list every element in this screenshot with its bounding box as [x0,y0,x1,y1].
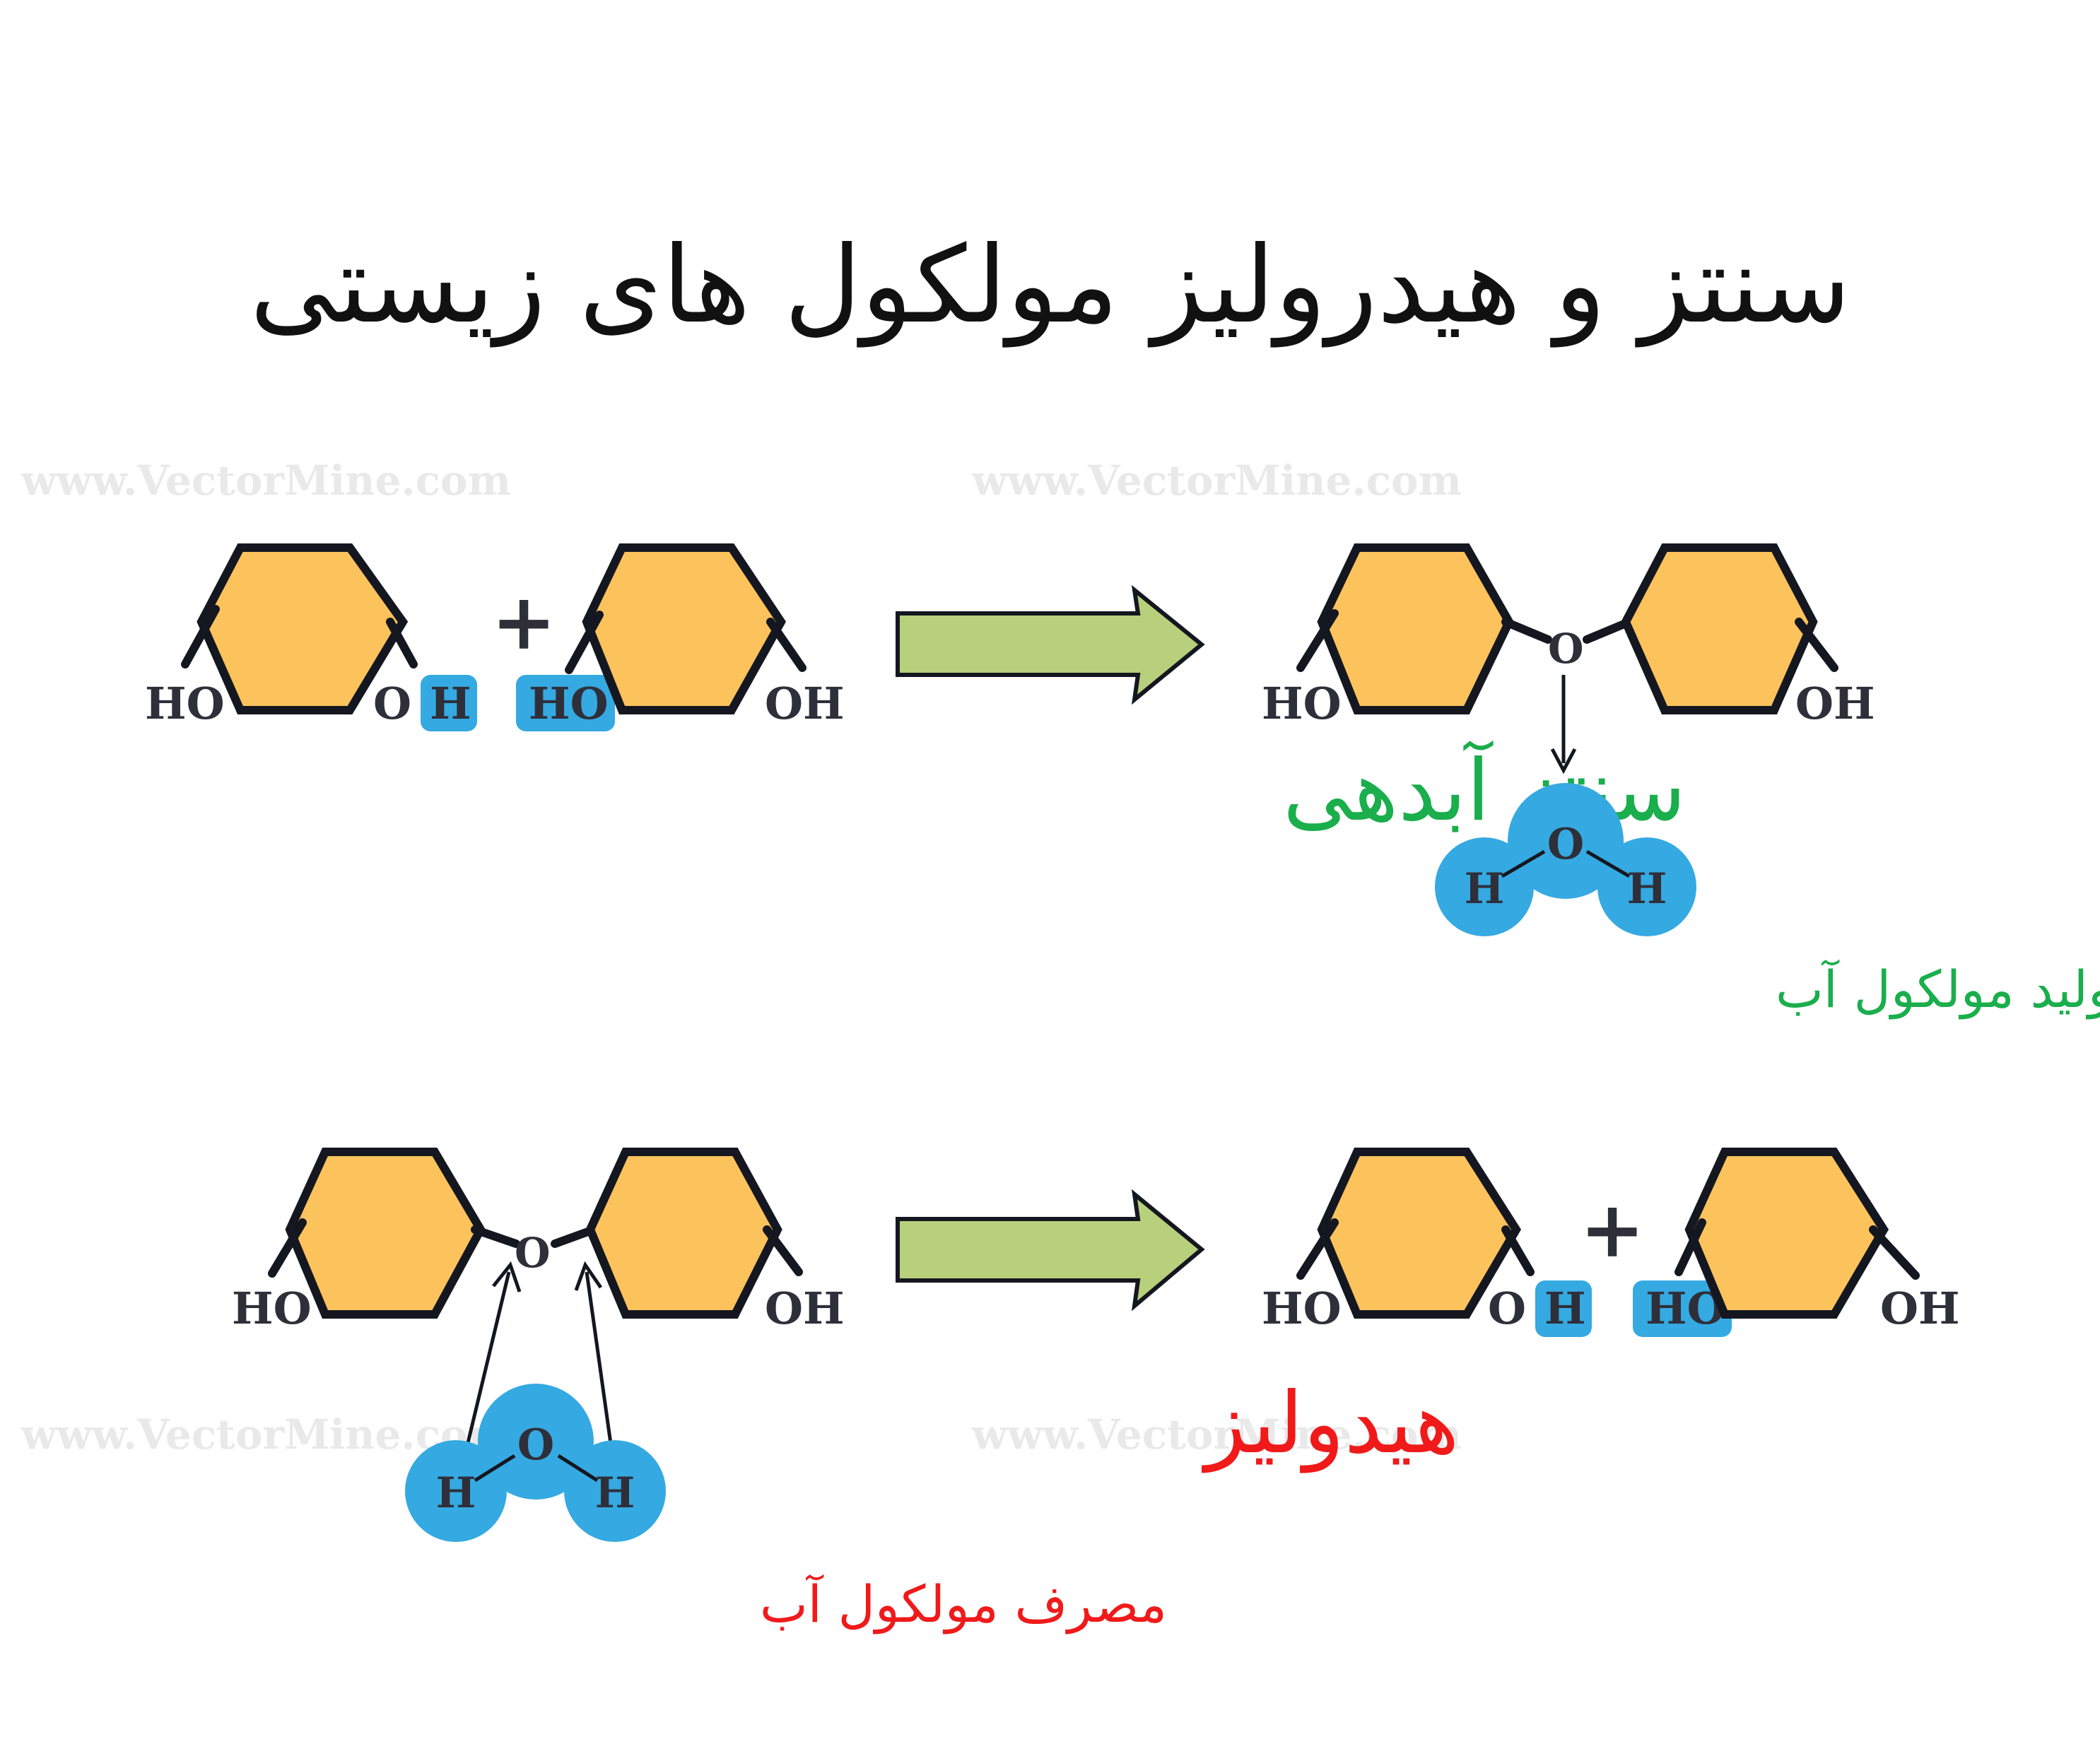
synthesis-label: سنتز آبدهی [1283,740,1686,840]
bond-line [565,611,604,674]
bond-line [1296,609,1339,672]
h-label: H [595,1468,635,1518]
o-label: O [1488,1283,1526,1334]
bond-line [1501,1225,1535,1276]
reaction-arrow [896,584,1205,705]
hydrolysis-products: HO O H + HO OH [1262,1148,1960,1337]
bond-line [268,1218,307,1278]
ho-highlight [516,675,615,731]
sugar-ring [1317,543,1514,714]
oh-label: OH [765,678,845,729]
sugar-ring [1684,1148,1889,1319]
h-label: H [1627,864,1667,914]
h-label: H [430,678,471,729]
bond-line [1296,1218,1339,1280]
watermark-group: www.VectorMine.com www.VectorMine.com ww… [20,457,1462,1459]
o-label: O [517,1420,554,1470]
release-arrowhead [1550,748,1577,775]
sugar-ring [196,543,409,714]
sugar-ring [585,1148,782,1319]
o-label: O [1548,625,1584,673]
h-highlight [1535,1280,1592,1337]
watermark: www.VectorMine.com [971,1411,1462,1459]
ho-label: HO [145,678,225,729]
ho-label: HO [1262,678,1342,729]
bond-line [1583,618,1633,644]
synthesis-product: HO O OH O H H تولید مولکول آب [1262,543,2100,1020]
bond-line [766,618,806,672]
oh-label: OH [1795,678,1875,729]
hydrolysis-reactant: HO O OH O H H مصرف مولکول آب [232,1148,1167,1635]
uptake-arrow [464,1271,511,1449]
uptake-arrow [585,1271,614,1449]
synthesis-reactants: HO O H + HO OH [145,543,845,731]
bond-line [471,1225,520,1248]
water-molecule: O H H [1435,783,1696,936]
bond-line [763,1225,803,1276]
sugar-ring [285,1148,486,1319]
ho-label: HO [529,678,609,729]
h-label: H [436,1468,476,1518]
o-label: O [373,678,411,729]
hydrolysis-label: هیدولیز [1202,1374,1459,1473]
watermark: www.VectorMine.com [971,457,1462,505]
uptake-arrowhead [492,1261,522,1292]
h-label: H [1465,864,1505,914]
water-molecule: O H H [405,1384,666,1542]
plus-sign: + [1580,1184,1645,1275]
bond-line [1501,618,1552,644]
watermark: www.VectorMine.com [20,457,511,505]
o-label: O [515,1229,551,1277]
h-label: H [1544,1283,1586,1334]
water-consumed-caption: مصرف مولکول آب [760,1574,1167,1635]
bond-line [386,618,418,669]
sugar-ring [582,543,787,714]
bond-line [1795,618,1838,672]
uptake-arrowhead [574,1261,603,1291]
sugar-ring [1317,1148,1522,1319]
ho-label: HO [232,1283,312,1334]
reaction-arrow [896,1189,1205,1312]
oh-label: OH [1880,1283,1960,1334]
bond-line [181,605,220,669]
water-produced-caption: تولید مولکول آب [1776,959,2100,1020]
plus-sign: + [491,576,556,667]
page-title: سنتز و هیدرولیز مولکول های زیستی [250,224,1851,348]
ho-label: HO [1262,1283,1342,1334]
ho-highlight [1633,1280,1732,1337]
bond-line [1869,1225,1920,1280]
o-label: O [1547,820,1584,869]
h-highlight [421,675,477,731]
sugar-ring [1621,543,1818,714]
bond-line [1674,1218,1706,1276]
oh-label: OH [765,1283,845,1334]
